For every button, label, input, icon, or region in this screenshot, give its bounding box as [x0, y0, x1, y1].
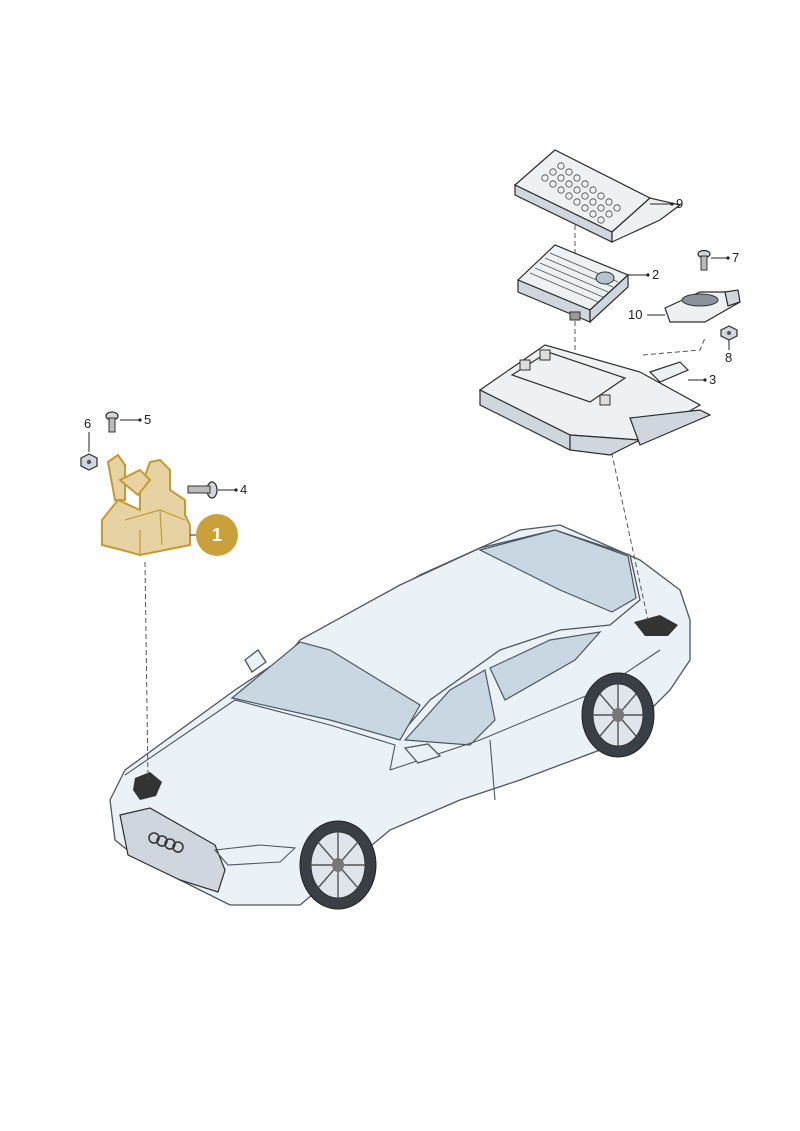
- callout-label-4: 4: [240, 482, 247, 497]
- rear-wheel: [581, 672, 655, 758]
- bracket-assembly-line: [642, 337, 706, 356]
- callout-7: 7: [711, 250, 739, 265]
- callout-label-5: 5: [144, 412, 151, 427]
- part-9-cover: [513, 149, 682, 243]
- headlight: [213, 844, 297, 866]
- front-mount-location: [133, 772, 162, 800]
- callout-4: 4: [218, 482, 247, 497]
- part-4-screw: [187, 481, 218, 499]
- rear-mount-location: [634, 615, 678, 636]
- callout-label-3: 3: [709, 372, 716, 387]
- part-3-bracket-tray: [478, 344, 712, 456]
- front-wheel: [299, 820, 377, 910]
- callout-label-1: 1: [212, 525, 222, 545]
- callout-1-badge[interactable]: 1: [190, 514, 238, 556]
- front-location-line: [144, 561, 149, 781]
- left-mirror: [244, 649, 267, 673]
- car-illustration: [109, 524, 691, 910]
- hood-line: [124, 699, 396, 776]
- callout-5: 5: [120, 412, 151, 427]
- part-1-module-highlighted: [101, 453, 191, 557]
- windshield: [230, 641, 421, 741]
- door-line: [489, 739, 496, 801]
- callout-label-8: 8: [725, 350, 732, 365]
- part-8-nut: [720, 325, 738, 341]
- callout-6: 6: [84, 416, 91, 452]
- part-10-sensor: [664, 289, 741, 323]
- part-7-bolt: [697, 249, 711, 271]
- front-side-window: [403, 669, 496, 746]
- callout-9: 9: [650, 196, 683, 211]
- part-2-control-unit: [516, 244, 630, 324]
- callout-10: 10: [628, 307, 665, 322]
- side-mirror: [403, 743, 442, 764]
- callout-label-10: 10: [628, 307, 642, 322]
- callout-1-circle[interactable]: [196, 514, 238, 556]
- callout-label-6: 6: [84, 416, 91, 431]
- callout-label-2: 2: [652, 267, 659, 282]
- rear-window: [478, 529, 637, 613]
- part-6-nut: [80, 453, 98, 471]
- callout-8: 8: [725, 340, 732, 365]
- callout-label-9: 9: [676, 196, 683, 211]
- callout-label-7: 7: [732, 250, 739, 265]
- callout-3: 3: [688, 372, 716, 387]
- rear-side-window: [489, 631, 602, 701]
- callout-2: 2: [628, 267, 659, 282]
- rear-location-line: [609, 444, 649, 621]
- front-grille: [119, 807, 226, 893]
- audi-rings-logo: [148, 832, 184, 853]
- part-5-bolt: [105, 411, 119, 433]
